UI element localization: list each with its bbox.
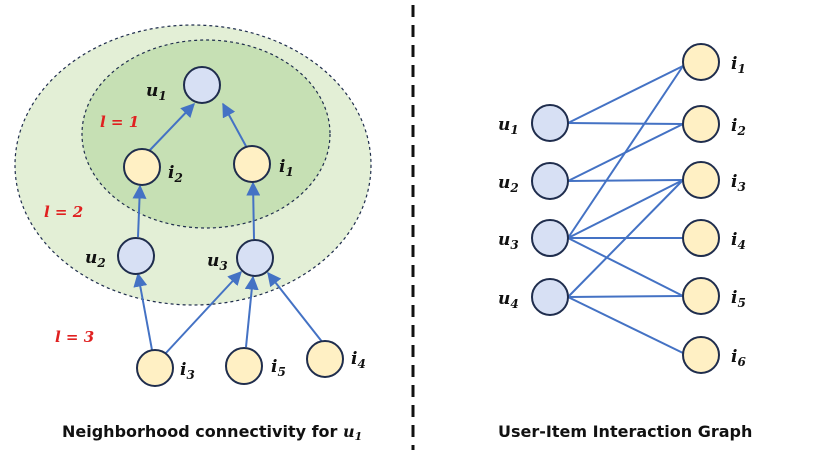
edge-u1-i2 — [567, 122, 684, 125]
edge-u3-i5 — [567, 237, 684, 297]
label-item-i5: i5 — [731, 288, 746, 310]
edge-u1-i1 — [567, 65, 684, 124]
node-u1 — [183, 66, 221, 104]
node-item-i5 — [682, 277, 720, 315]
label-item-i6: i6 — [731, 347, 746, 369]
edge-i1-to-u1 — [222, 102, 248, 149]
item-labels: i1 i2 i3 i4 i5 i6 — [731, 54, 746, 369]
bipartite-edges — [567, 65, 684, 354]
edge-i3-to-u3 — [164, 270, 242, 355]
left-nodes — [117, 66, 344, 387]
label-item-i4: i4 — [731, 230, 746, 252]
edge-u2-to-i2 — [132, 184, 147, 238]
node-user-u2 — [531, 162, 569, 200]
node-i4 — [306, 340, 344, 378]
layer-label-2: l = 2 — [44, 203, 83, 221]
label-u2: u2 — [85, 248, 106, 270]
node-user-u4 — [531, 278, 569, 316]
label-user-u4: u4 — [498, 289, 519, 311]
user-nodes — [531, 104, 569, 316]
edge-u2-i3 — [567, 179, 684, 182]
node-user-u3 — [531, 219, 569, 257]
label-user-u1: u1 — [498, 115, 519, 137]
label-u3: u3 — [207, 251, 228, 273]
label-i3: i3 — [180, 360, 195, 382]
node-i5 — [225, 347, 263, 385]
label-user-u2: u2 — [498, 173, 519, 195]
node-item-i3 — [682, 161, 720, 199]
node-item-i1 — [682, 43, 720, 81]
label-item-i1: i1 — [731, 54, 746, 76]
node-u3 — [236, 239, 274, 277]
node-i1 — [233, 145, 271, 183]
label-u1: u1 — [146, 81, 167, 103]
node-i3 — [136, 349, 174, 387]
layer-label-1: l = 1 — [100, 113, 139, 131]
node-item-i4 — [682, 219, 720, 257]
edge-i3-to-u2 — [133, 272, 153, 351]
item-nodes — [682, 43, 720, 374]
node-i2 — [123, 148, 161, 186]
left-caption: Neighborhood connectivity for u1 — [62, 422, 362, 443]
right-caption: User-Item Interaction Graph — [498, 422, 752, 441]
label-i5: i5 — [271, 357, 286, 379]
edge-i4-to-u3 — [267, 271, 324, 344]
layer-label-3: l = 3 — [55, 328, 94, 346]
label-user-u3: u3 — [498, 230, 519, 252]
left-panel: u1 i2 i1 u2 u3 i3 i5 i4 l = 1 l = 2 l = … — [14, 24, 372, 443]
label-i2: i2 — [168, 163, 183, 185]
edge-u3-to-i1 — [246, 181, 261, 240]
edge-i2-to-u1 — [149, 102, 195, 151]
edge-u3-i3 — [567, 179, 684, 239]
node-item-i2 — [682, 105, 720, 143]
edge-u3-i1 — [567, 65, 684, 239]
node-u2 — [117, 237, 155, 275]
edge-u4-i3 — [567, 179, 684, 298]
left-edges — [132, 102, 324, 355]
label-i4: i4 — [351, 349, 366, 371]
label-item-i2: i2 — [731, 116, 746, 138]
node-user-u1 — [531, 104, 569, 142]
right-panel: u1 u2 u3 u4 i1 i2 i3 i4 i5 i6 User-Item … — [498, 43, 752, 441]
user-labels: u1 u2 u3 u4 — [498, 115, 519, 311]
node-item-i6 — [682, 336, 720, 374]
edge-u4-i5 — [567, 295, 684, 298]
edge-u4-i6 — [567, 296, 684, 354]
label-item-i3: i3 — [731, 172, 746, 194]
edge-i5-to-u3 — [244, 275, 259, 348]
left-node-labels: u1 i2 i1 u2 u3 i3 i5 i4 — [85, 81, 366, 382]
label-i1: i1 — [279, 157, 294, 179]
